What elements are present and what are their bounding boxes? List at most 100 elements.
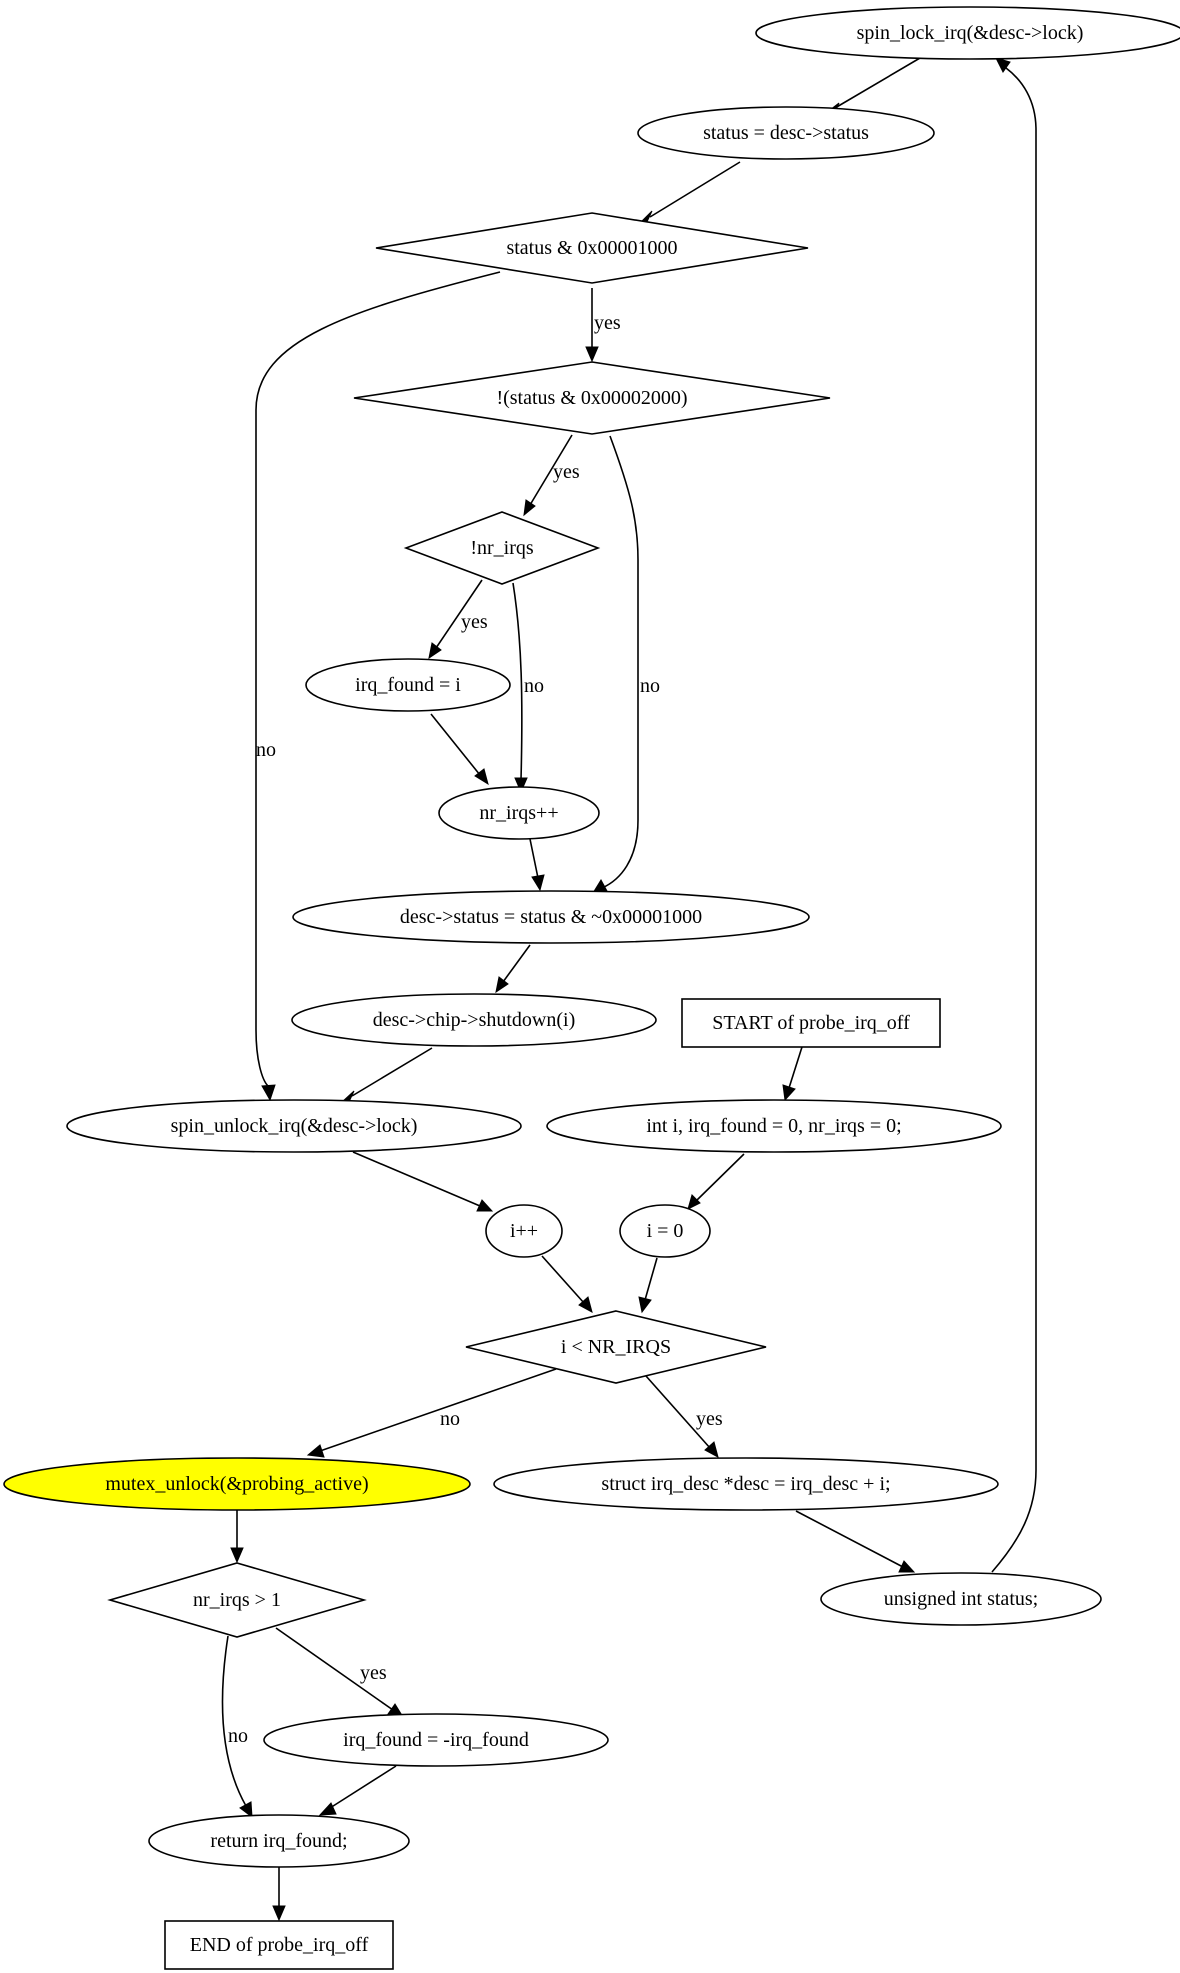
edge-init-loop: [644, 1257, 658, 1301]
svg-text:mutex_unlock(&probing_active): mutex_unlock(&probing_active): [105, 1473, 368, 1495]
svg-text:i < NR_IRQS: i < NR_IRQS: [561, 1336, 671, 1358]
arrowhead: [782, 1084, 796, 1102]
node-negate-found: irq_found = -irq_found: [263, 1713, 609, 1767]
arrowhead: [531, 874, 545, 892]
edges: [221, 57, 1037, 1922]
edge-found-inc: [430, 713, 481, 776]
arrowhead: [638, 1296, 652, 1314]
svg-text:desc->status = status & ~0x000: desc->status = status & ~0x00001000: [400, 906, 702, 928]
arrowhead: [495, 976, 509, 994]
svg-text:spin_lock_irq(&desc->lock): spin_lock_irq(&desc->lock): [857, 22, 1084, 44]
arrowhead: [687, 1194, 701, 1210]
label-notstatus-no: no: [640, 675, 660, 697]
edge-notstatus-no: [601, 435, 639, 889]
node-decl-vars: int i, irq_found = 0, nr_irqs = 0;: [546, 1099, 1002, 1153]
svg-text:i++: i++: [510, 1220, 538, 1242]
arrowhead: [272, 1905, 286, 1922]
node-start: START of probe_irq_off: [681, 998, 941, 1048]
node-i-init: i = 0: [619, 1204, 711, 1258]
edge-descstatus-shutdown: [502, 944, 531, 983]
node-cond-status: status & 0x00001000: [375, 212, 809, 284]
svg-text:nr_irqs > 1: nr_irqs > 1: [193, 1589, 281, 1611]
edge-count-no: [221, 1635, 247, 1807]
node-chip-shutdown: desc->chip->shutdown(i): [291, 993, 657, 1047]
arrowhead: [523, 499, 536, 517]
edge-spinlock-status: [834, 57, 921, 109]
arrowhead: [261, 1084, 276, 1102]
node-desc-status-assign: desc->status = status & ~0x00001000: [292, 890, 810, 944]
svg-text:desc->chip->shutdown(i): desc->chip->shutdown(i): [373, 1009, 576, 1031]
arrowhead: [514, 777, 528, 794]
svg-text:int i, irq_found = 0, nr_irqs: int i, irq_found = 0, nr_irqs = 0;: [646, 1115, 901, 1137]
edge-unlock-inc: [352, 1151, 481, 1207]
svg-text:status = desc->status: status = desc->status: [703, 122, 869, 144]
edge-loop-yes: [645, 1375, 711, 1449]
label-notstatus-yes: yes: [553, 461, 580, 483]
node-spin-unlock: spin_unlock_irq(&desc->lock): [66, 1099, 522, 1153]
node-return-found: return irq_found;: [148, 1814, 410, 1868]
edge-cond-no: [255, 271, 501, 1087]
node-cond-not-status: !(status & 0x00002000): [353, 361, 831, 435]
node-nr-irqs-inc: nr_irqs++: [438, 786, 600, 840]
svg-text:START of probe_irq_off: START of probe_irq_off: [712, 1012, 910, 1034]
svg-text:struct irq_desc *desc = irq_de: struct irq_desc *desc = irq_desc + i;: [601, 1473, 890, 1495]
arrowhead: [995, 57, 1011, 73]
node-cond-loop: i < NR_IRQS: [465, 1310, 767, 1384]
node-cond-count: nr_irqs > 1: [107, 1562, 367, 1638]
edge-notstatus-yes: [529, 434, 573, 506]
arrowhead: [239, 1801, 253, 1819]
node-irq-found-i: irq_found = i: [305, 658, 511, 712]
edge-nrirqs-yes: [435, 579, 483, 649]
node-spin-lock: spin_lock_irq(&desc->lock): [755, 6, 1180, 60]
node-i-inc: i++: [485, 1204, 563, 1258]
node-desc-decl: struct irq_desc *desc = irq_desc + i;: [493, 1457, 999, 1511]
svg-text:status & 0x00001000: status & 0x00001000: [506, 237, 677, 259]
svg-text:irq_found = -irq_found: irq_found = -irq_found: [343, 1729, 529, 1751]
edge-inc-loop: [541, 1255, 585, 1304]
edge-loop-no: [319, 1368, 557, 1452]
arrowhead: [578, 1296, 593, 1313]
edge-decl-init: [695, 1153, 745, 1202]
edge-inc-descstatus: [529, 838, 539, 879]
edge-shutdown-unlock: [351, 1047, 433, 1097]
arrowhead: [230, 1547, 244, 1564]
nodes: spin_lock_irq(&desc->lock) status = desc…: [3, 6, 1180, 1970]
svg-text:irq_found = i: irq_found = i: [355, 674, 461, 696]
edge-count-yes: [275, 1627, 394, 1711]
node-status-decl: unsigned int status;: [820, 1572, 1102, 1626]
edge-nrirqs-no: [512, 582, 523, 781]
label-count-yes: yes: [360, 1662, 387, 1684]
svg-text:spin_unlock_irq(&desc->lock): spin_unlock_irq(&desc->lock): [171, 1115, 418, 1137]
svg-text:i = 0: i = 0: [647, 1220, 684, 1242]
label-status-no: no: [256, 739, 276, 761]
edge-desc-status: [795, 1510, 904, 1568]
node-mutex-unlock: mutex_unlock(&probing_active): [3, 1457, 471, 1511]
arrowhead: [585, 346, 599, 363]
arrowhead: [474, 768, 489, 786]
label-nrirqs-no: no: [524, 675, 544, 697]
svg-text:END of probe_irq_off: END of probe_irq_off: [190, 1934, 369, 1956]
svg-text:nr_irqs++: nr_irqs++: [479, 802, 558, 824]
arrowhead: [306, 1444, 325, 1458]
node-status-assign: status = desc->status: [637, 106, 935, 160]
edge-status-spinlock: [991, 67, 1037, 1573]
edge-status-cond: [649, 161, 741, 218]
node-end: END of probe_irq_off: [164, 1920, 394, 1970]
svg-text:unsigned int status;: unsigned int status;: [884, 1588, 1038, 1610]
label-status-yes: yes: [594, 312, 621, 334]
edge-labels: yes no yes no yes no no yes yes no: [228, 312, 723, 1747]
arrowhead: [898, 1560, 916, 1573]
svg-text:return irq_found;: return irq_found;: [210, 1830, 347, 1852]
label-nrirqs-yes: yes: [461, 611, 488, 633]
arrowhead: [318, 1802, 337, 1816]
arrowhead: [428, 642, 442, 660]
edge-negate-return: [329, 1765, 397, 1809]
arrowhead: [704, 1441, 719, 1458]
arrowhead: [476, 1199, 494, 1212]
svg-text:!nr_irqs: !nr_irqs: [470, 537, 534, 559]
label-count-no: no: [228, 1725, 248, 1747]
svg-text:!(status & 0x00002000): !(status & 0x00002000): [496, 387, 687, 409]
node-cond-nr-irqs: !nr_irqs: [403, 511, 601, 585]
label-loop-no: no: [440, 1408, 460, 1430]
